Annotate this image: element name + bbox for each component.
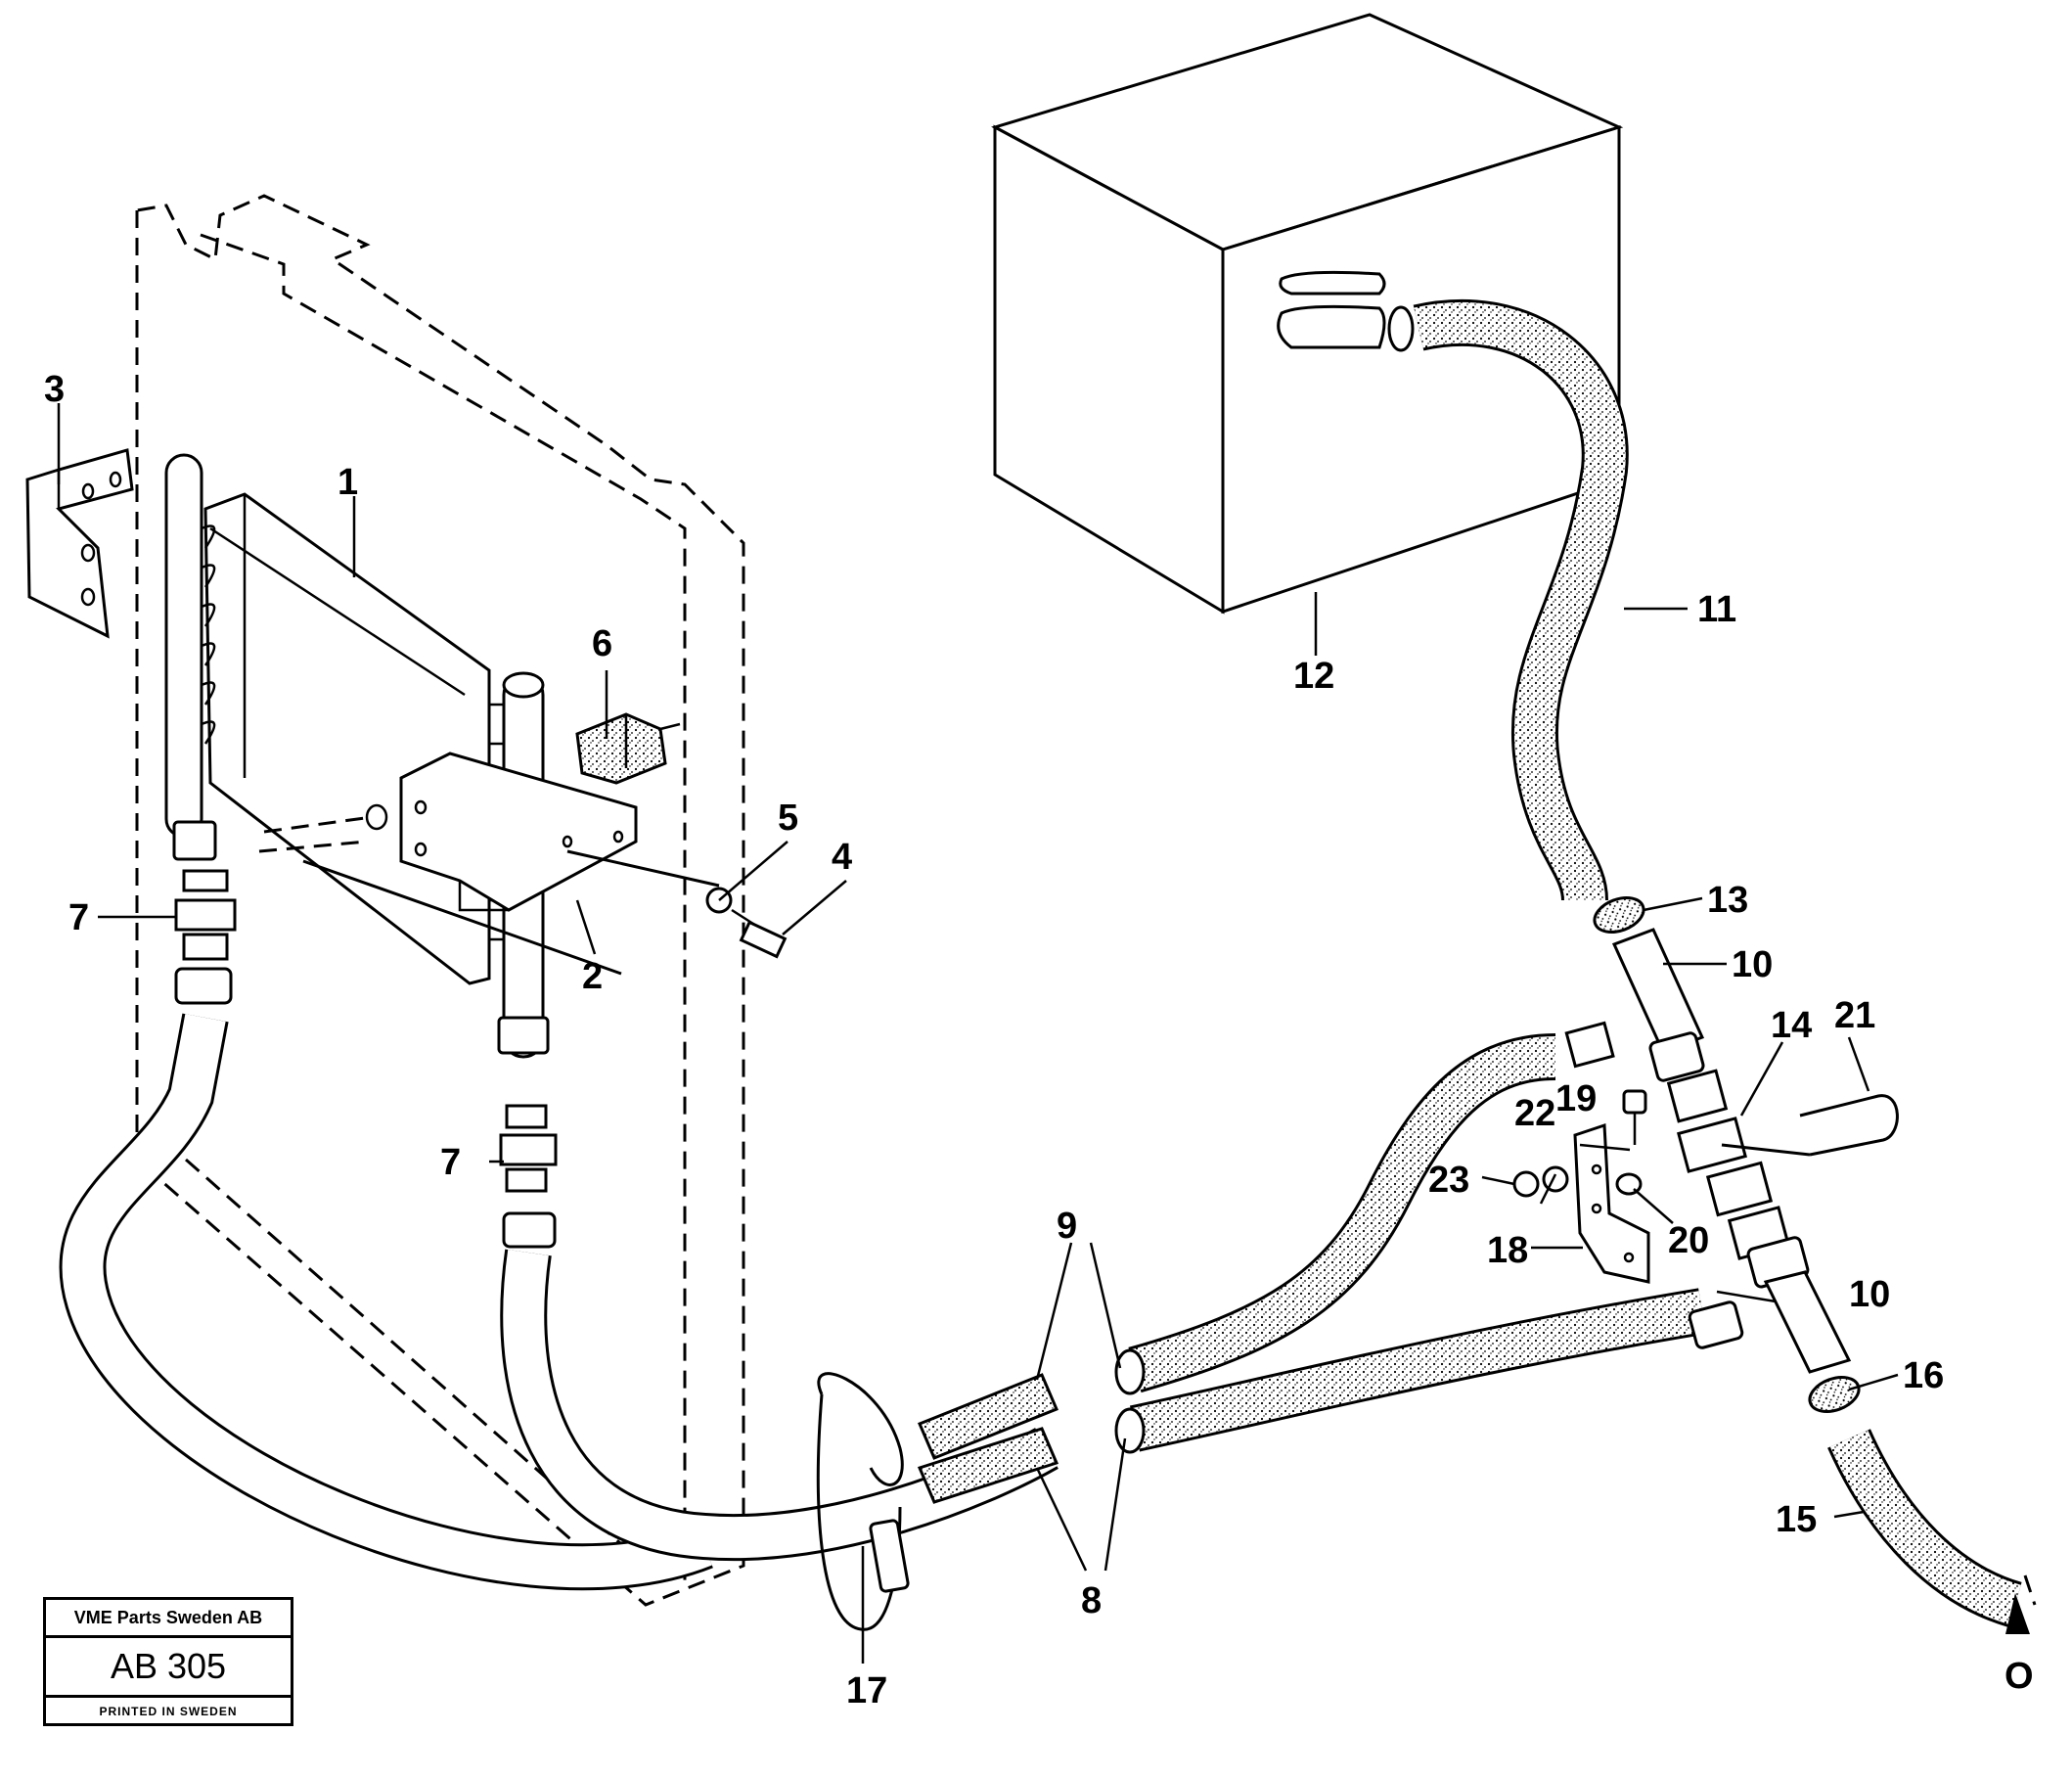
screw-part-19 [1622, 1089, 1647, 1145]
callout-12: 12 [1293, 656, 1334, 697]
callout-23: 23 [1428, 1160, 1469, 1201]
nut-part-23 [1512, 1170, 1540, 1198]
hose-clamp-part-16 [1808, 1376, 1861, 1413]
bracket-part-18 [1573, 1122, 1650, 1284]
callout-17: 17 [846, 1670, 887, 1711]
stamp-printed: PRINTED IN SWEDEN [99, 1705, 238, 1718]
hose-part-9 [1114, 1033, 1556, 1395]
stamp-code: AB 305 [110, 1646, 227, 1686]
callout-14: 14 [1771, 1005, 1812, 1046]
callout-15: 15 [1776, 1499, 1817, 1540]
hose-clamp-part-13 [1593, 896, 1645, 934]
callout-5: 5 [778, 798, 798, 839]
callout-10-upper: 10 [1732, 944, 1773, 985]
callout-16: 16 [1903, 1355, 1944, 1396]
bolt-assembly [258, 803, 788, 976]
callout-6: 6 [592, 623, 612, 664]
radiator-outline [135, 194, 745, 1607]
block-part-6 [575, 712, 681, 785]
clamp-part-17 [816, 1372, 910, 1631]
callout-18: 18 [1487, 1230, 1528, 1271]
callout-10-lower: 10 [1849, 1274, 1890, 1315]
oil-cooler [164, 453, 550, 1059]
callout-21: 21 [1834, 995, 1875, 1036]
hose-part-15 [1827, 1429, 2037, 1628]
callout-8: 8 [1081, 1580, 1102, 1621]
callout-7-right: 7 [440, 1142, 461, 1183]
callout-9: 9 [1057, 1206, 1077, 1247]
hose-ends-8-9 [917, 1373, 1059, 1504]
union-part-14 [1666, 1069, 1791, 1260]
tank-part-12 [991, 13, 1624, 615]
callout-2: 2 [582, 956, 603, 997]
callout-13: 13 [1707, 880, 1748, 921]
callout-22: 22 [1514, 1093, 1555, 1134]
callout-7-left: 7 [68, 897, 89, 938]
nipple-part-7-left [174, 869, 237, 1005]
callout-11: 11 [1697, 589, 1736, 630]
title-stamp: VME Parts Sweden AB AB 305 PRINTED IN SW… [43, 1597, 293, 1726]
hose-part-8 [1114, 1288, 1706, 1454]
u-bolt-part-21 [1721, 1094, 1899, 1157]
bracket-part-2 [399, 752, 638, 912]
direction-marker: O [2004, 1656, 2034, 1697]
leader-lines [57, 403, 1899, 1664]
nipple-part-7-right [499, 1104, 558, 1249]
callout-1: 1 [338, 462, 358, 503]
callout-19: 19 [1555, 1078, 1597, 1119]
bracket-part-3 [25, 448, 134, 639]
washer-part-22 [1542, 1165, 1569, 1193]
hose-part-11 [1387, 299, 1629, 902]
callout-labels: 1 2 3 4 5 6 7 7 8 9 10 10 11 12 13 14 15… [44, 369, 1944, 1711]
callout-20: 20 [1668, 1220, 1709, 1261]
stamp-company: VME Parts Sweden AB [73, 1607, 263, 1627]
callout-4: 4 [832, 837, 852, 878]
hose-cooler-left [59, 1013, 713, 1591]
callout-3: 3 [44, 369, 65, 410]
tee-part-10-upper [1564, 928, 1705, 1082]
hose-cooler-right [500, 1249, 1059, 1561]
tee-part-10-lower [1688, 1236, 1852, 1374]
flow-direction-arrow: O [2004, 1593, 2034, 1697]
